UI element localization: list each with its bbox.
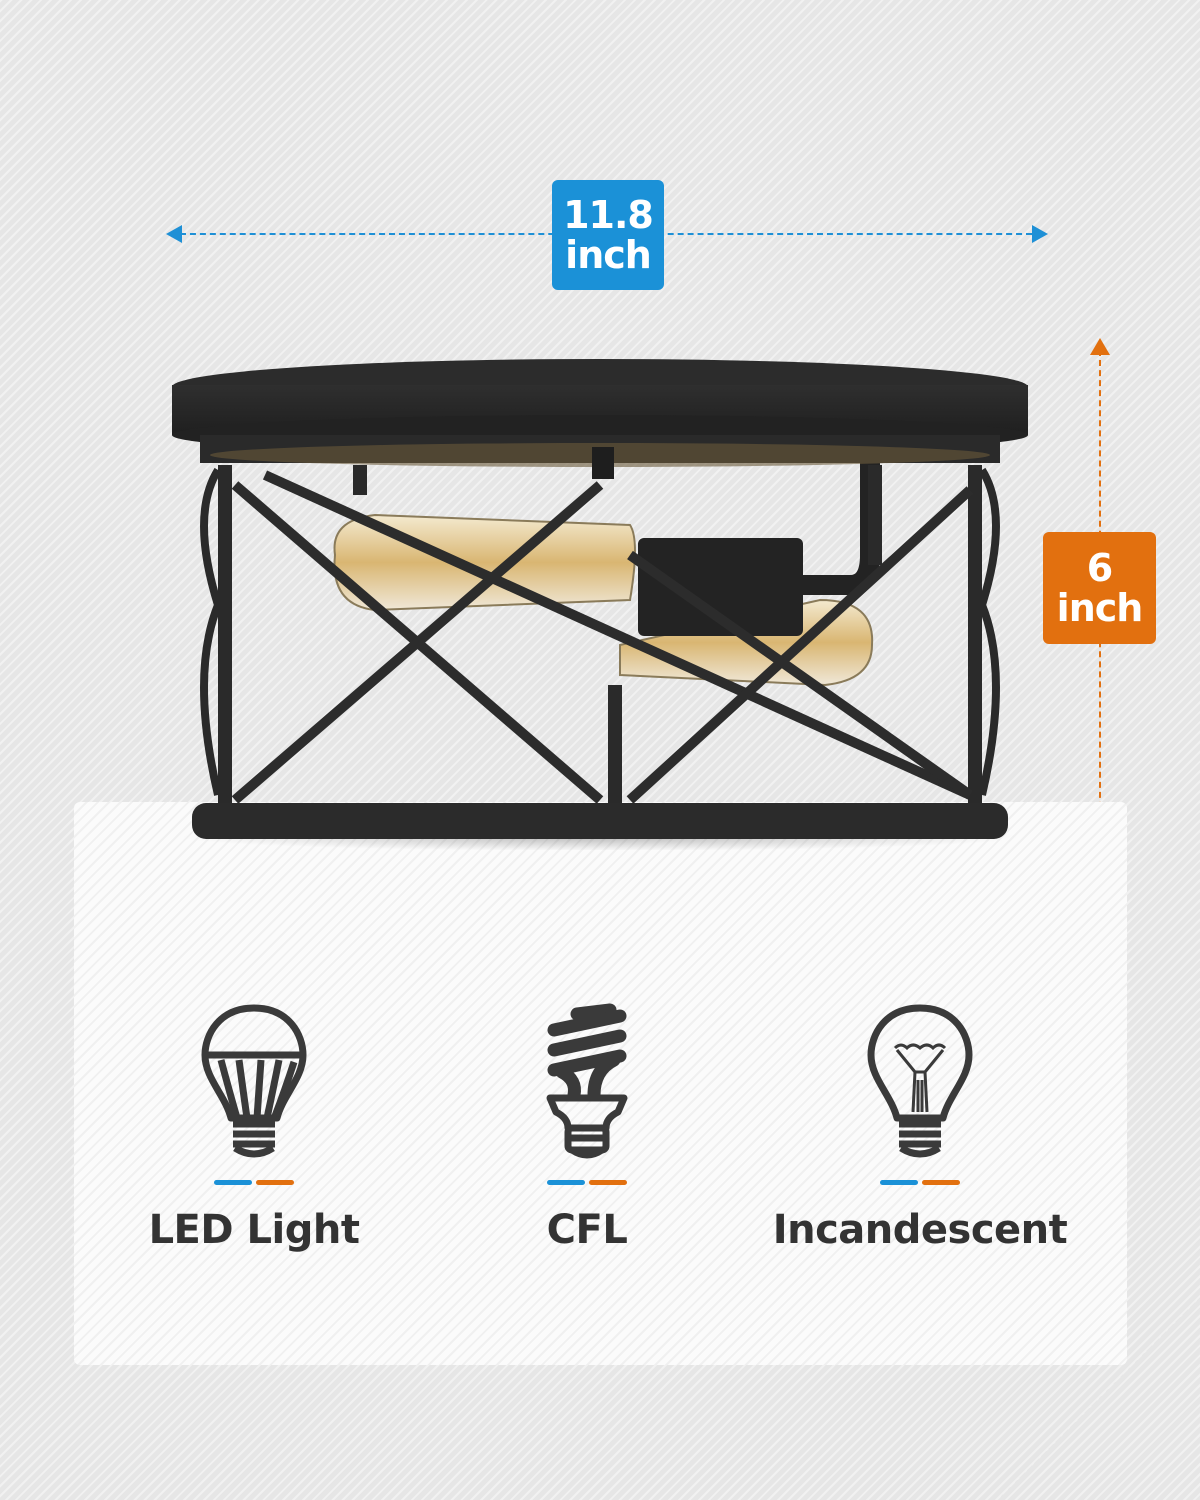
arrow-left-icon [166, 225, 182, 243]
width-unit: inch [565, 233, 652, 277]
width-badge: 11.8 inch [552, 180, 664, 290]
bulb-type-incandescent: Incandescent [770, 1000, 1070, 1253]
width-value: 11.8 [563, 193, 654, 237]
led-bulb-icon [201, 1004, 307, 1158]
bulb-label: Incandescent [772, 1207, 1068, 1253]
height-badge: 6 inch [1043, 532, 1156, 644]
bulb-type-led: LED Light [104, 1000, 404, 1253]
incandescent-bulb-icon [867, 1004, 973, 1158]
accent-divider [547, 1180, 627, 1185]
bulb-type-cfl: CFL [437, 1000, 737, 1253]
bulb-label: CFL [546, 1207, 628, 1253]
height-unit: inch [1056, 586, 1144, 630]
arrow-right-icon [1032, 225, 1048, 243]
accent-divider [880, 1180, 960, 1185]
cfl-bulb-icon [546, 1003, 628, 1159]
bulb-label: LED Light [148, 1207, 360, 1253]
height-value: 6 [1086, 546, 1113, 590]
accent-divider [214, 1180, 294, 1185]
ceiling-light-fixture-image [172, 359, 1028, 850]
arrow-up-icon [1090, 338, 1110, 355]
